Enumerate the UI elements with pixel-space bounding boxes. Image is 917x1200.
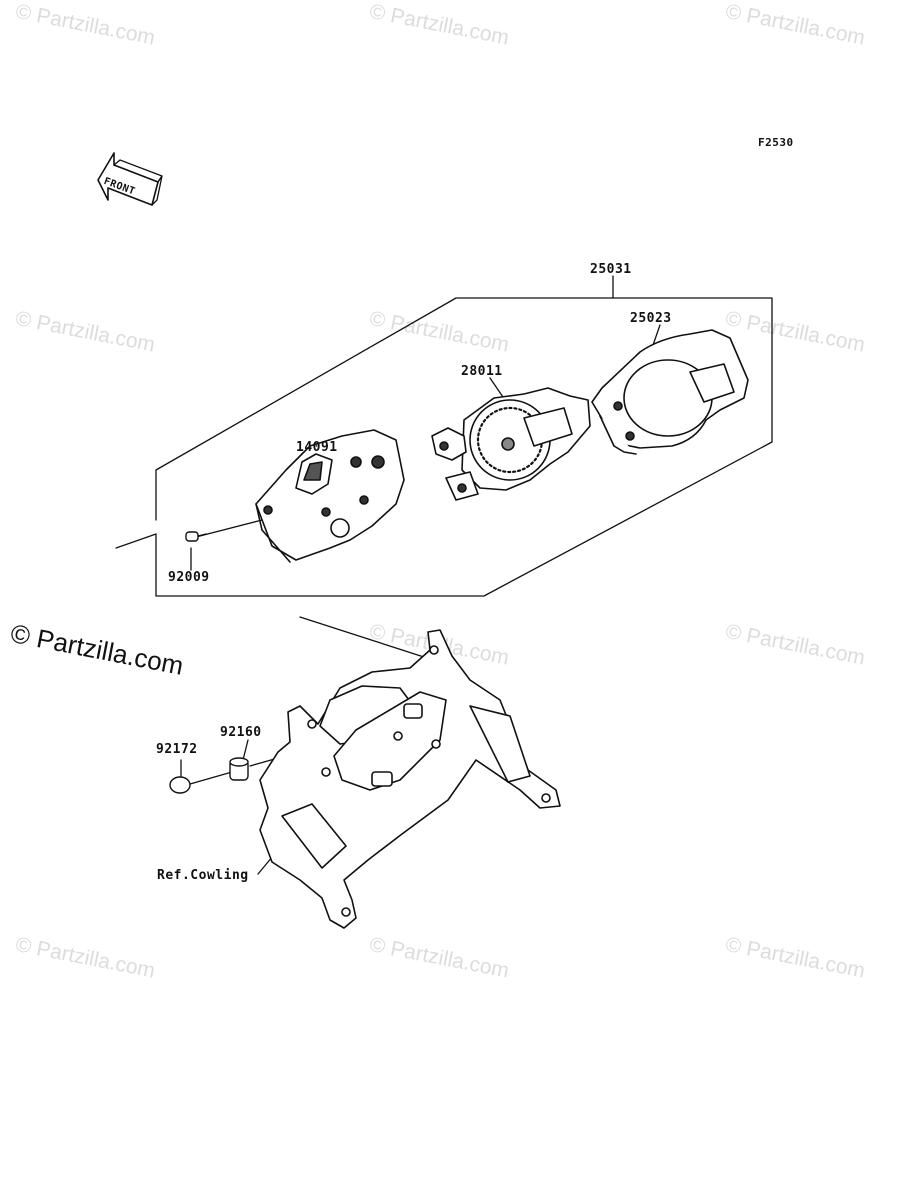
damper-part [229, 757, 249, 781]
lens-cover-part [591, 329, 749, 455]
screw-part [185, 531, 207, 542]
diagram-code: F2530 [758, 136, 794, 149]
meter-unit-part [431, 387, 591, 501]
part-label-14091[interactable]: 14091 [296, 440, 338, 455]
front-arrow-icon [97, 152, 163, 206]
cap-part [169, 776, 191, 794]
part-label-92009[interactable]: 92009 [168, 570, 210, 585]
part-label-92172[interactable]: 92172 [156, 742, 198, 757]
assembly-outline [115, 297, 773, 597]
part-label-25023[interactable]: 25023 [630, 311, 672, 326]
part-label-92160[interactable]: 92160 [220, 725, 262, 740]
part-label-25031[interactable]: 25031 [590, 262, 632, 277]
ref-cowling-label[interactable]: Ref.Cowling [157, 868, 249, 883]
meter-case-part [255, 429, 405, 563]
part-label-28011[interactable]: 28011 [461, 364, 503, 379]
cowling-bracket-part [259, 629, 561, 929]
